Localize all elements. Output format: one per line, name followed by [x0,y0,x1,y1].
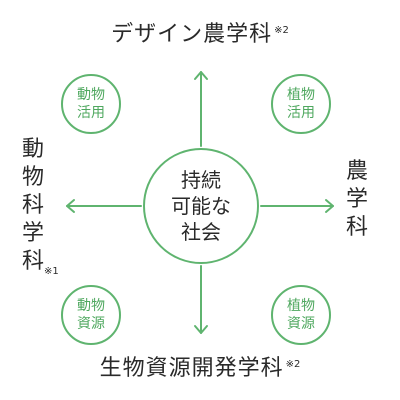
department-left-note: ※1 [44,266,59,277]
department-top: デザイン農学科※2 [0,16,400,48]
theme-label: 活用 [287,105,315,121]
department-left-char: 物 [21,165,44,190]
arrow-up [194,71,208,147]
department-bottom-note: ※2 [285,358,301,370]
theme-label: 資源 [77,316,105,332]
department-top-note: ※2 [274,24,289,36]
theme-label: 動物 [77,298,105,314]
center-circle-sustainable-society: 持続 可能な 社会 [143,148,259,264]
theme-circle-plant-use: 植物 活用 [271,74,331,134]
department-bottom: 生物資源開発学科※2 [0,350,400,382]
department-right-char: 学 [345,187,368,212]
theme-circle-animal-use: 動物 活用 [61,74,121,134]
theme-label: 植物 [287,87,315,103]
theme-label: 活用 [77,105,105,121]
department-right: 農 学 科 [344,158,370,242]
department-left-char: 科 [21,249,44,274]
center-label: 社会 [181,220,221,244]
theme-label: 植物 [287,298,315,314]
theme-label: 動物 [77,87,105,103]
arrow-right [260,199,334,213]
theme-label: 資源 [287,316,315,332]
department-right-char: 農 [345,159,368,184]
department-left-char: 科 [21,193,44,218]
department-left-char: 学 [21,221,44,246]
department-right-char: 科 [345,215,368,240]
theme-circle-plant-resources: 植物 資源 [271,285,331,345]
center-label: 可能な [171,194,231,218]
arrow-left [66,199,142,213]
arrow-down [194,265,208,334]
department-left: 動 物 科 学 科 [20,136,46,276]
department-bottom-name: 生物資源開発学科 [99,356,284,381]
department-left-char: 動 [21,137,44,162]
department-top-name: デザイン農学科 [111,22,273,47]
center-label: 持続 [181,168,221,192]
theme-circle-animal-resources: 動物 資源 [61,285,121,345]
